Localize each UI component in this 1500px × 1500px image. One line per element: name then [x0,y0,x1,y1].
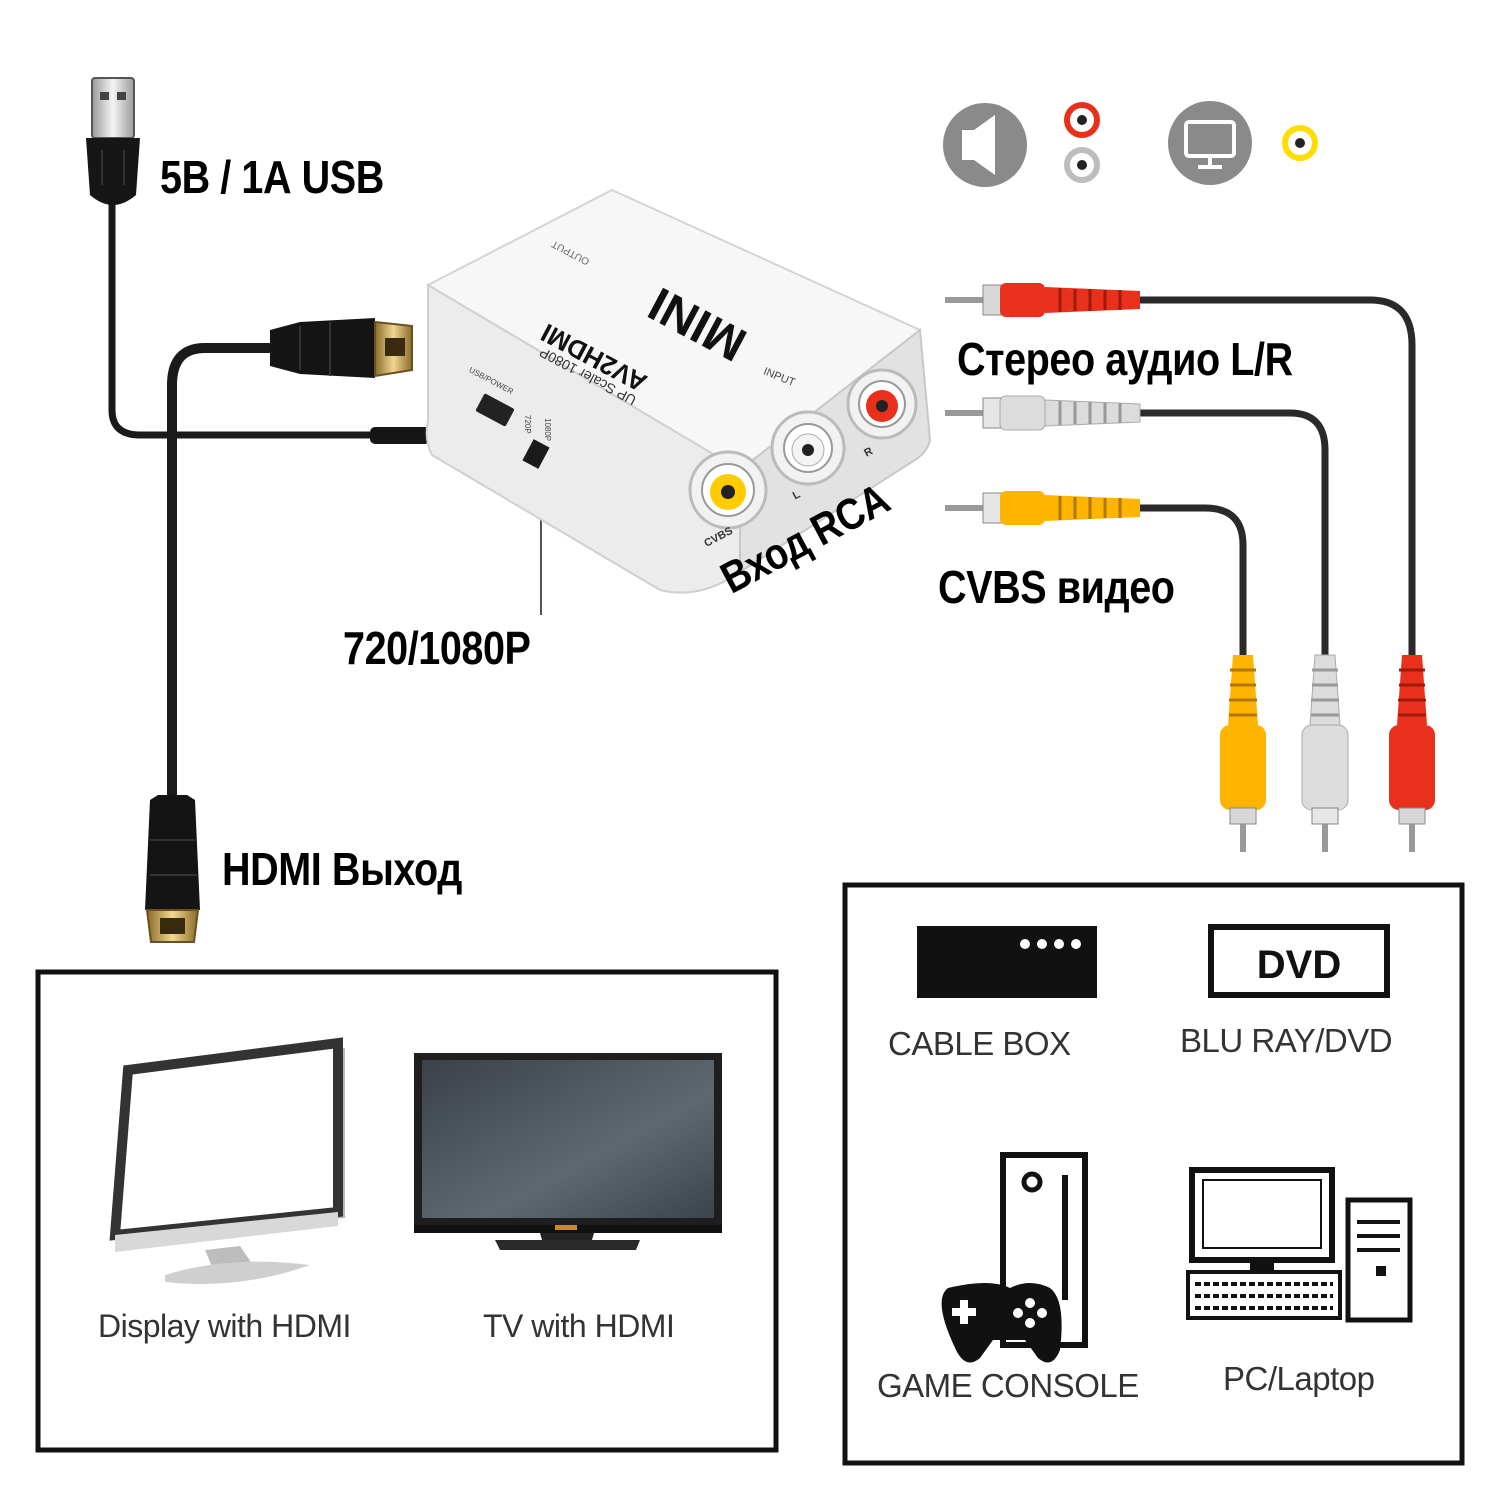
dvd-logo-text: DVD [1257,943,1341,987]
video-jack-legend-icon [1282,125,1318,161]
rca-red-plug-horizontal [945,283,1140,317]
audio-l-jack [770,410,846,486]
hdmi-plug-icon [270,318,413,378]
hdmi-cable [167,343,280,805]
resolution-switch-label: 720/1080P [343,622,531,674]
stereo-audio-label: Стерео аудио L/R [957,333,1293,385]
display-monitor-icon [109,1037,345,1284]
cvbs-video-label: CVBS видео [938,561,1175,613]
tv-icon [414,1053,722,1250]
rca-red-plug-vertical [1389,655,1435,852]
rca-yellow-cable [1140,504,1247,660]
display-caption: Display with HDMI [98,1308,351,1344]
rca-red-cable [1140,296,1416,660]
adapter-720-text: 720P [523,415,532,434]
monitor-icon [1168,101,1252,185]
rca-white-plug-vertical [1301,654,1349,852]
rca-yellow-plug-horizontal [945,491,1140,525]
usb-plug-icon [86,77,140,205]
audio-jack-legend-icon [1064,102,1100,183]
cable-box-caption: CABLE BOX [888,1025,1071,1062]
usb-power-label: 5В / 1А USB [160,151,384,203]
av2hdmi-adapter: MINI AV2HDMI UP Scaler 1080P OUTPUT INPU… [425,188,932,594]
hdmi-plug-bottom-icon [145,795,200,943]
usb-cable [108,200,380,439]
pc-laptop-caption: PC/Laptop [1223,1360,1375,1397]
rca-yellow-plug-vertical [1220,655,1266,852]
speaker-icon [943,103,1027,187]
adapter-1080-text: 1080P [543,418,552,441]
cvbs-jack [688,450,768,530]
rca-white-cable [1140,409,1329,660]
cable-box-icon [917,926,1097,998]
rca-white-plug-horizontal [945,395,1141,431]
port-l-text: L [791,488,803,502]
gamepad-icon [941,1283,1062,1363]
game-console-caption: GAME CONSOLE [877,1367,1139,1404]
hdmi-output-label: HDMI Выход [222,843,462,895]
tv-caption: TV with HDMI [483,1308,675,1344]
audio-r-jack [846,368,918,440]
blu-ray-caption: BLU RAY/DVD [1180,1022,1393,1059]
pc-icon [1186,1167,1413,1323]
dvd-icon: DVD [1208,924,1390,998]
